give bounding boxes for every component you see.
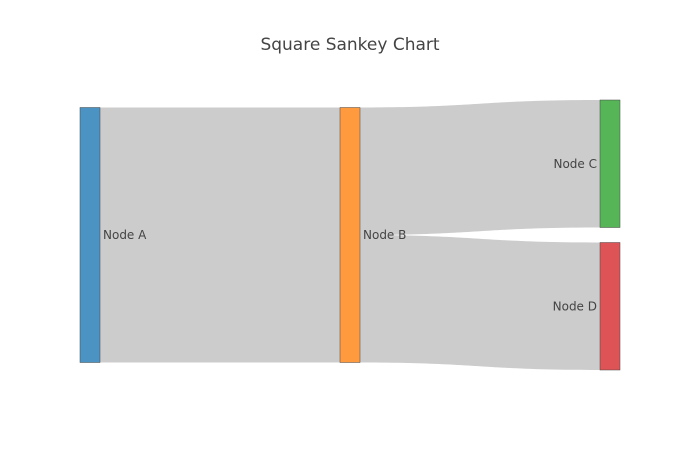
link-b-to-c[interactable] (360, 100, 600, 235)
node-label-c: Node C (553, 157, 597, 171)
node-c[interactable] (599, 99, 621, 228)
node-d[interactable] (599, 242, 621, 371)
link-b-to-d[interactable] (360, 235, 600, 370)
nodes-layer (79, 99, 621, 371)
labels-layer: Node A Node B Node C Node D (103, 157, 597, 314)
link-a-to-b[interactable] (100, 107, 340, 363)
node-label-a: Node A (103, 228, 147, 242)
node-label-b: Node B (363, 228, 406, 242)
node-a[interactable] (79, 107, 101, 363)
chart-title: Square Sankey Chart (260, 35, 439, 55)
node-b[interactable] (339, 107, 361, 363)
links-layer (100, 100, 600, 370)
node-label-d: Node D (553, 299, 597, 313)
